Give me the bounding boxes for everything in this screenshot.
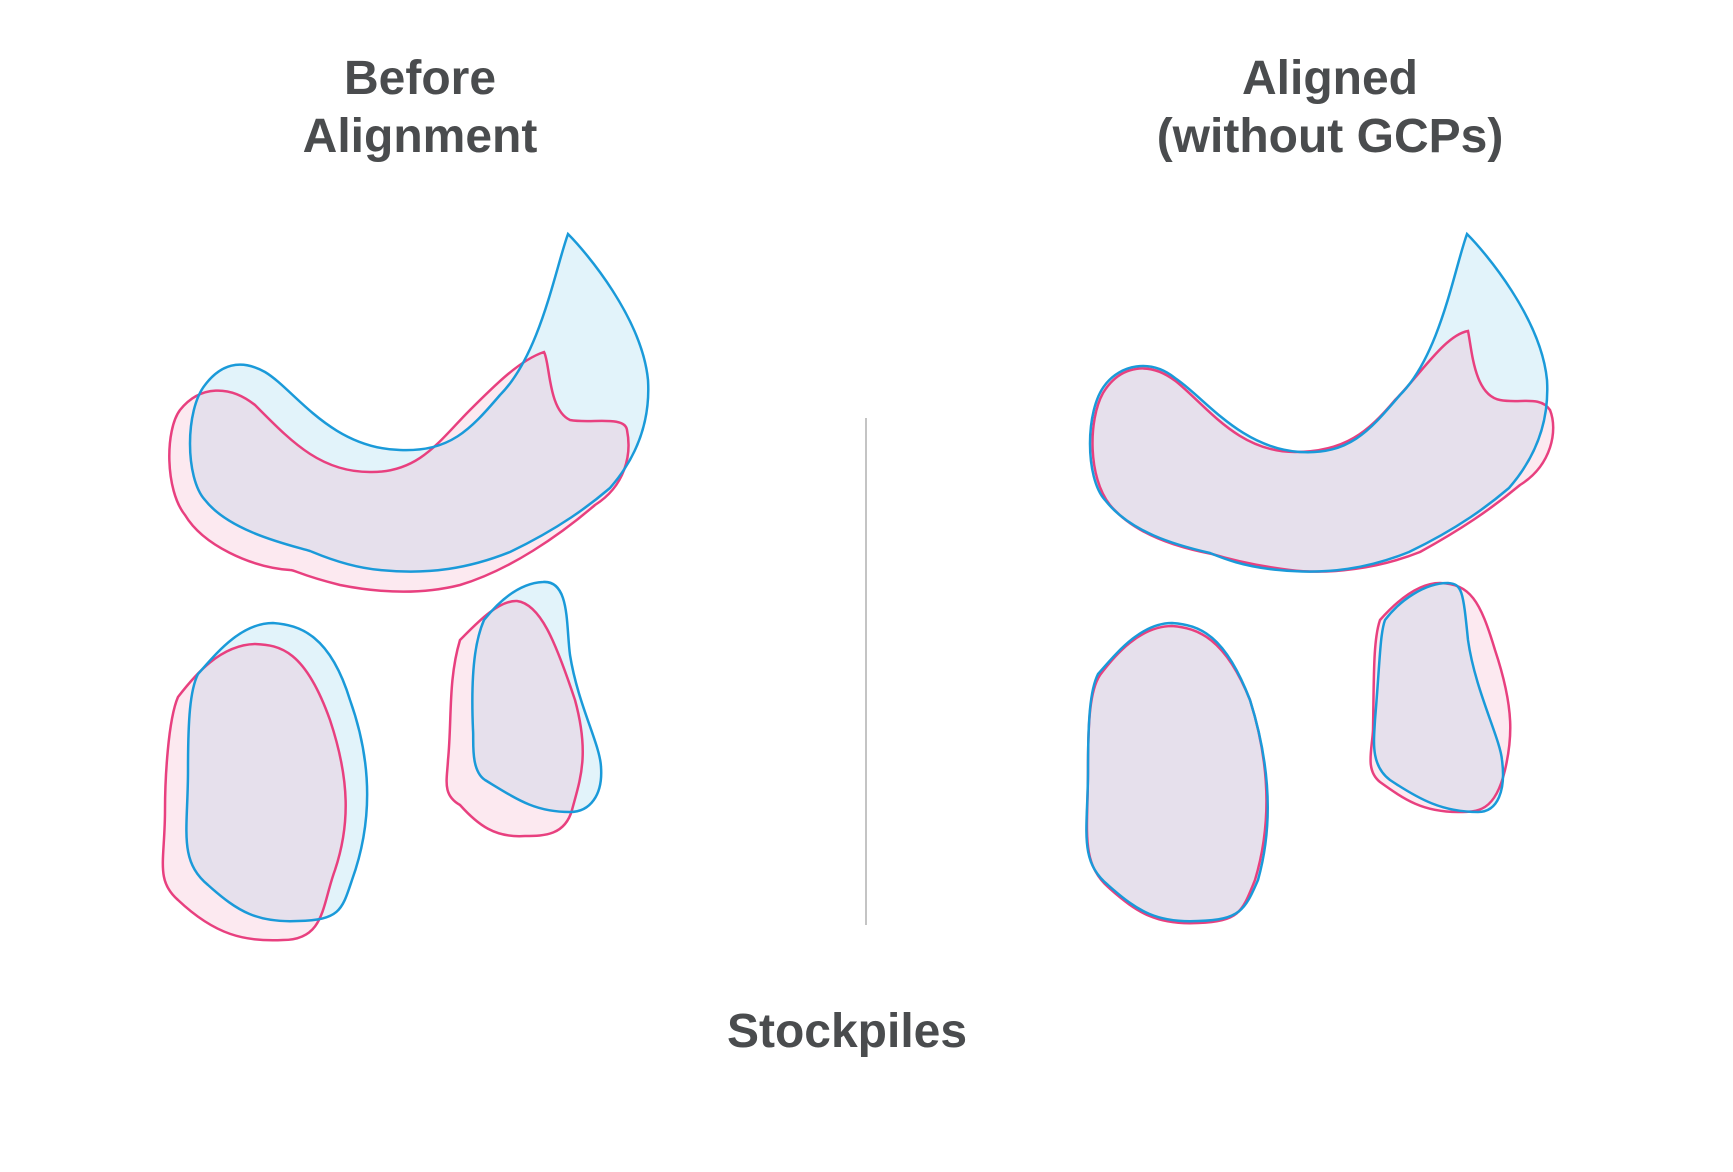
before-alignment-heading-line-2: Alignment: [302, 110, 538, 163]
aligned-heading: Aligned (without GCPs): [1130, 50, 1530, 166]
stockpiles-caption: Stockpiles: [726, 1005, 968, 1058]
before-alignment-panel: [161, 232, 650, 942]
aligned-panel: [1085, 232, 1555, 925]
aligned-heading-line-2: (without GCPs): [1156, 110, 1504, 163]
aligned-heading-line-1: Aligned: [1242, 52, 1418, 105]
before-alignment-heading: Before Alignment: [220, 50, 620, 166]
overlap-fill-left-stockpile: [1086, 626, 1267, 922]
before-alignment-heading-line-1: Before: [343, 52, 497, 105]
